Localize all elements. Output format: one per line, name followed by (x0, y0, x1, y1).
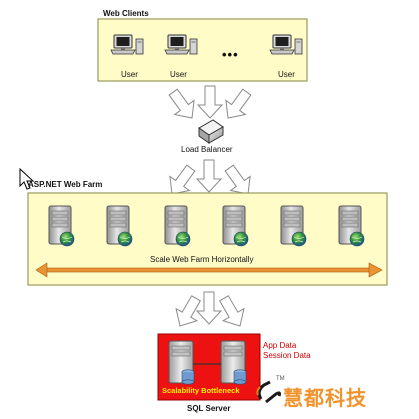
web-server-icon (48, 205, 75, 247)
farm-arrow (196, 291, 222, 325)
user-label: User (278, 70, 295, 79)
scale-label: Scale Web Farm Horizontally (150, 255, 254, 264)
mouse-cursor (19, 167, 35, 190)
web-server-icon (338, 205, 365, 247)
sql-server-icon (220, 340, 247, 385)
web-server-icon (222, 205, 249, 247)
web-server-icon (280, 205, 307, 247)
client-arrow (217, 84, 258, 126)
load-balancer-icon (198, 119, 224, 144)
sql-server-label: SQL Server (187, 404, 231, 413)
app-data-label: App Data (263, 341, 297, 350)
watermark-logo-icon (256, 380, 282, 404)
user-label: User (170, 70, 187, 79)
client-arrow (197, 85, 223, 119)
scale-arrow (35, 262, 383, 278)
session-data-label: Session Data (263, 351, 311, 360)
bottleneck-label: Scalability Bottleneck (162, 386, 240, 395)
watermark-tm: TM (276, 376, 285, 382)
load-balancer-label: Load Balancer (181, 145, 233, 154)
web-server-icon (106, 205, 133, 247)
watermark-text: 慧都科技 (283, 388, 367, 410)
web-clients-title: Web Clients (103, 9, 149, 18)
client-arrow (162, 84, 203, 126)
balancer-arrow (196, 159, 222, 193)
sql-server-icon (168, 340, 195, 385)
web-server-icon (164, 205, 191, 247)
user-label: User (121, 70, 138, 79)
web-farm-title: ASP.NET Web Farm (28, 180, 103, 189)
ellipsis: ••• (222, 47, 239, 62)
